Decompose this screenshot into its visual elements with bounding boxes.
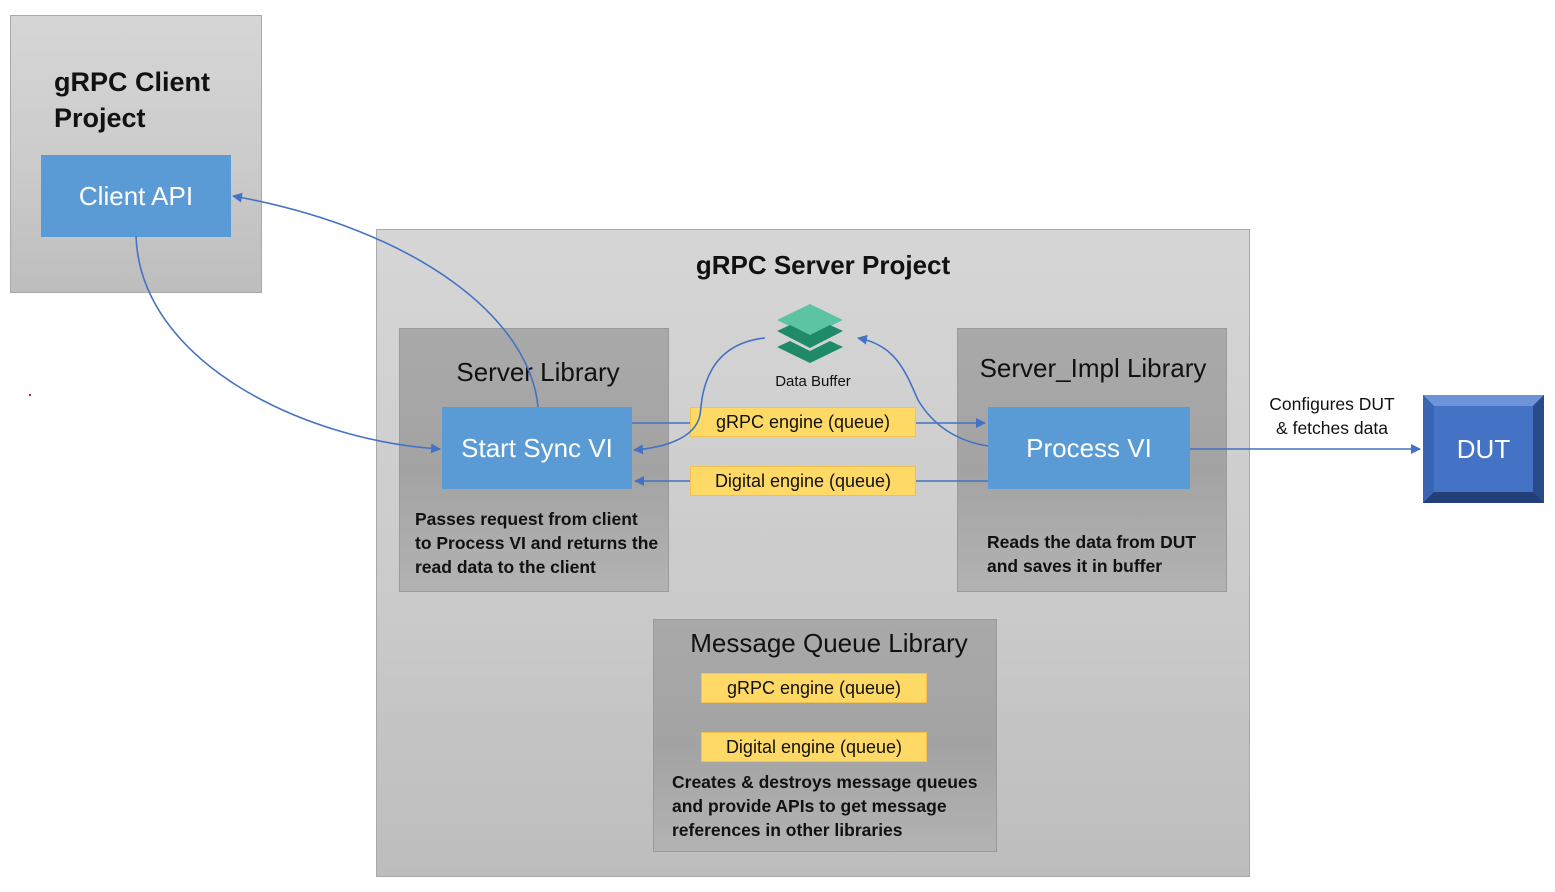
data-buffer-label: Data Buffer <box>775 373 851 390</box>
server-library-title: Server Library <box>456 357 620 387</box>
server-library-description: Passes request from client to Process VI… <box>415 509 659 577</box>
digital-engine-queue[interactable]: Digital engine (queue) <box>690 466 916 496</box>
red-dot <box>29 394 31 396</box>
arrow-buffer-to-startsync <box>633 337 766 455</box>
message-queue-library-description: Creates & destroys message queues and pr… <box>672 772 978 840</box>
server-impl-library-title: Server_Impl Library <box>979 353 1207 383</box>
server-project-title: gRPC Server Project <box>695 250 951 280</box>
dut-box[interactable]: DUT <box>1423 395 1544 503</box>
message-queue-library-panel: Message Queue Library gRPC engine (queue… <box>653 619 997 852</box>
data-buffer-icon <box>776 303 844 375</box>
mq-grpc-engine-queue[interactable]: gRPC engine (queue) <box>701 673 927 703</box>
arrow-startsync-to-client <box>232 192 539 408</box>
message-queue-library-title: Message Queue Library <box>690 628 968 658</box>
grpc-engine-queue[interactable]: gRPC engine (queue) <box>690 407 916 437</box>
arrow-process-to-buffer <box>857 334 989 447</box>
start-sync-vi-box[interactable]: Start Sync VI <box>442 407 632 489</box>
dut-note: Configures DUT & fetches data <box>1269 394 1395 438</box>
server-impl-library-description: Reads the data from DUT and saves it in … <box>987 532 1197 576</box>
client-api-box[interactable]: Client API <box>41 155 231 237</box>
arrow-client-to-startsync <box>135 235 441 454</box>
dut-label: DUT <box>1456 433 1511 464</box>
client-project-title: gRPC Client Project <box>54 67 211 133</box>
client-project-panel: gRPC Client Project Client API <box>10 15 262 293</box>
mq-digital-engine-queue[interactable]: Digital engine (queue) <box>701 732 927 762</box>
process-vi-box[interactable]: Process VI <box>988 407 1190 489</box>
